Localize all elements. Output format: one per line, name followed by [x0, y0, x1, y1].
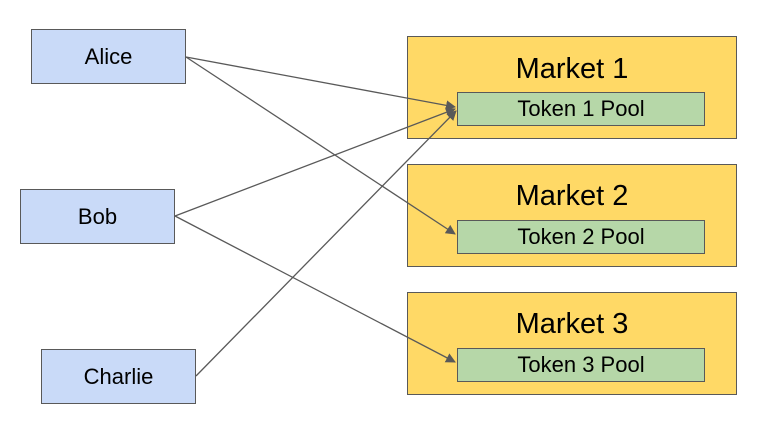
market-3-title: Market 3: [515, 308, 629, 340]
market-3-pool-label: Token 3 Pool: [517, 352, 645, 377]
market-3-token-pool: Token 3 Pool: [457, 348, 705, 382]
market-1-title: Market 1: [515, 53, 629, 85]
market-3-box: Market 3 Token 3 Pool: [407, 292, 737, 395]
market-2-pool-label: Token 2 Pool: [517, 224, 645, 249]
market-2-box: Market 2 Token 2 Pool: [407, 164, 737, 267]
user-label-charlie: Charlie: [83, 363, 154, 389]
market-1-pool-label: Token 1 Pool: [517, 96, 645, 121]
market-1-token-pool: Token 1 Pool: [457, 92, 705, 126]
market-2-title: Market 2: [515, 180, 629, 212]
market-1-box: Market 1 Token 1 Pool: [407, 36, 737, 139]
market-2-token-pool: Token 2 Pool: [457, 220, 705, 254]
user-label-bob: Bob: [77, 203, 118, 229]
user-node-alice: Alice: [31, 29, 186, 84]
user-node-charlie: Charlie: [41, 349, 196, 404]
user-node-bob: Bob: [20, 189, 175, 244]
user-label-alice: Alice: [84, 43, 133, 69]
